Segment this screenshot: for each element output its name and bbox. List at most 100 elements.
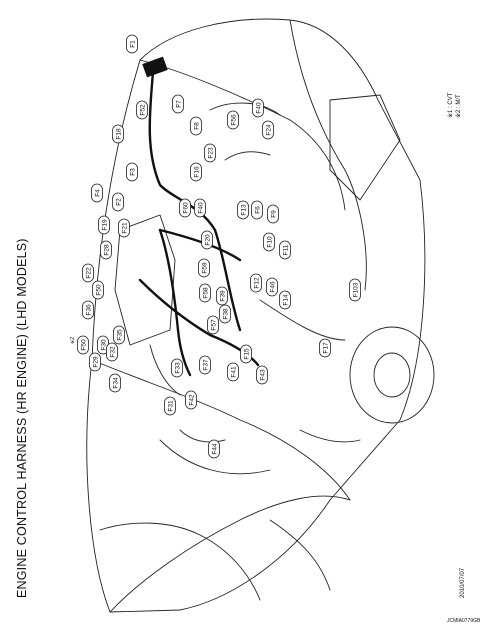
connector-callout-f4: F4 — [91, 183, 103, 203]
callout-label: F33 — [175, 362, 182, 374]
callout-label: F52 — [140, 104, 147, 116]
note-mt: ※2 : M/T — [456, 94, 462, 118]
connector-callout-f103: F103 — [349, 278, 361, 302]
callout-label: F46 — [270, 281, 277, 293]
callout-oval — [112, 192, 124, 212]
callout-oval — [82, 300, 94, 320]
note-cvt: ※1 : CVT — [448, 92, 454, 118]
callout-label: F28 — [104, 244, 111, 256]
connector-callout-f43: F43 — [256, 365, 268, 385]
callout-label: F60 — [183, 202, 190, 214]
grille-line — [269, 519, 331, 591]
hood-edge — [139, 59, 346, 211]
connector-callout-f32: F32 — [106, 342, 118, 362]
callout-label: F14 — [283, 294, 290, 306]
connector-callout-f8: F8 — [190, 116, 202, 136]
callout-label: F19 — [102, 219, 109, 231]
pillar-line — [329, 94, 401, 201]
callout-label: F15 — [244, 348, 251, 360]
callout-oval — [126, 34, 138, 54]
connector-callout-f14: F14 — [279, 290, 291, 310]
callout-label: F43 — [260, 369, 267, 381]
callout-label: F24 — [266, 124, 273, 136]
callout-label: F103 — [353, 282, 360, 297]
windshield-line — [289, 19, 367, 291]
callout-oval — [208, 439, 220, 459]
callout-oval — [100, 240, 112, 260]
body-outline — [86, 18, 426, 613]
connector-callout-f10: F10 — [263, 232, 275, 252]
callout-oval — [118, 218, 130, 238]
callout-oval — [185, 390, 197, 410]
callout-oval — [164, 396, 176, 416]
callout-oval — [194, 198, 206, 218]
callout-label: F41 — [231, 366, 238, 378]
callout-oval — [227, 362, 239, 382]
strut-top — [209, 102, 281, 116]
wheel-hub — [373, 352, 411, 398]
connector-callout-f28: F28 — [100, 240, 112, 260]
callout-label: F9 — [271, 210, 278, 218]
callout-oval — [201, 230, 213, 250]
callout-label: F42 — [189, 394, 196, 406]
callout-oval — [199, 355, 211, 375]
diagram-title: ENGINE CONTROL HARNESS (HR ENGINE) (LHD … — [15, 238, 29, 598]
callout-oval — [92, 280, 104, 300]
connector-callout-f17: F17 — [319, 338, 331, 358]
connector-f1-body — [142, 56, 168, 78]
callout-label: F12 — [254, 277, 261, 289]
connector-callout-f33: F33 — [171, 358, 183, 378]
connector-callout-f60: F60 — [179, 198, 191, 218]
callout-oval — [216, 286, 228, 306]
connector-callout-f56: F56 — [227, 110, 239, 130]
connector-callout-f40: F40 — [252, 98, 264, 118]
callout-label: F20 — [205, 234, 212, 246]
callout-oval — [82, 263, 94, 283]
connector-callout-f2: F2 — [112, 192, 124, 212]
connector-callout-f37: F37 — [199, 355, 211, 375]
connector-callout-f46: F46 — [266, 277, 278, 297]
callout-label: F37 — [203, 359, 210, 371]
callout-label: F3 — [130, 168, 137, 176]
lower-panel — [109, 495, 351, 613]
callout-oval — [113, 325, 125, 345]
callout-label: F35 — [117, 329, 124, 341]
callout-oval — [190, 116, 202, 136]
callout-label: F40 — [256, 102, 263, 114]
connector-callout-f1: F1 — [126, 34, 138, 54]
engine-block — [114, 214, 176, 346]
connector-callout-f39: F39 — [216, 286, 228, 306]
connector-callout-f57: F57 — [207, 315, 219, 335]
connector-callout-f59: F59 — [198, 258, 210, 278]
connector-callout-f31: F31 — [164, 396, 176, 416]
connector-callout-f41: F41 — [227, 362, 239, 382]
callout-label: F50 — [81, 339, 88, 351]
callout-label: F22 — [86, 267, 93, 279]
callout-label: F39 — [220, 290, 227, 302]
callout-oval — [198, 258, 210, 278]
callout-label: F21 — [122, 222, 129, 234]
callout-oval — [266, 277, 278, 297]
callout-label: F4 — [95, 189, 102, 197]
callout-oval — [77, 335, 89, 355]
fender-line — [91, 359, 351, 501]
connector-callout-f50: F50 — [77, 335, 89, 355]
callout-label: F13 — [241, 204, 248, 216]
callout-oval — [262, 120, 274, 140]
connector-callout-f18: F18 — [112, 124, 124, 144]
connector-callout-f36: F36 — [82, 300, 94, 320]
callout-label: F50 — [96, 284, 103, 296]
callout-oval — [207, 315, 219, 335]
callout-label: F8 — [194, 122, 201, 130]
superscript-note: ※2 — [70, 337, 76, 344]
callout-oval — [319, 338, 331, 358]
callout-oval — [256, 365, 268, 385]
callout-label: F16 — [194, 166, 201, 178]
callout-label: F32 — [110, 346, 117, 358]
callout-oval — [136, 100, 148, 120]
callout-label: F29 — [93, 356, 100, 368]
connector-callout-f15: F15 — [240, 344, 252, 364]
